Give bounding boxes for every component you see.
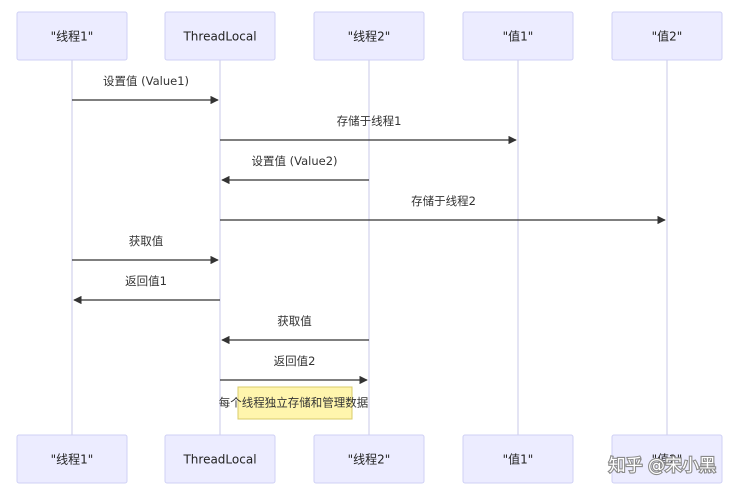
actor-bottom-box xyxy=(164,434,276,484)
actor-top-label: ThreadLocal xyxy=(182,30,256,44)
message-label: 设置值 (Value1) xyxy=(103,74,189,88)
actors-bottom: "线程1" ThreadLocal "线程2" "值1" "值2" xyxy=(16,434,723,484)
actor-bottom-label: "线程2" xyxy=(348,452,391,467)
note-text: 每个线程独立存储和管理数据 xyxy=(219,396,369,410)
watermark-text: 知乎 @宋小黑 xyxy=(609,456,716,476)
message-label: 获取值 xyxy=(129,234,164,248)
actor-top-box xyxy=(462,11,574,61)
message-label: 设置值 (Value2) xyxy=(251,154,337,168)
note-box xyxy=(237,386,353,420)
actor-top-label: "值1" xyxy=(503,29,534,44)
actor-bottom-label: ThreadLocal xyxy=(182,453,256,467)
watermark: 知乎 @宋小黑 知乎 @宋小黑 xyxy=(607,455,717,477)
actor-top-label: "线程2" xyxy=(348,29,391,44)
actors-top: "线程1" ThreadLocal "线程2" "值1" "值2" xyxy=(16,11,723,61)
actor-bottom-label: "值2" xyxy=(652,452,683,467)
message-label: 返回值1 xyxy=(125,274,167,288)
actor-bottom-label: "线程1" xyxy=(51,452,94,467)
actor-bottom-box xyxy=(16,434,128,484)
message-label: 存储于线程2 xyxy=(411,194,476,208)
actor-top-box xyxy=(16,11,128,61)
actor-top-box xyxy=(611,11,723,61)
actor-top-box xyxy=(313,11,425,61)
message-label: 返回值2 xyxy=(274,354,316,368)
actor-top-label: "值2" xyxy=(652,29,683,44)
message-label: 存储于线程1 xyxy=(337,114,402,128)
actor-bottom-box xyxy=(313,434,425,484)
note: 每个线程独立存储和管理数据 xyxy=(219,386,369,420)
actor-top-box xyxy=(164,11,276,61)
actor-bottom-box xyxy=(611,434,723,484)
actor-top-label: "线程1" xyxy=(51,29,94,44)
watermark-outline: 知乎 @宋小黑 xyxy=(609,456,716,476)
message-label: 获取值 xyxy=(277,314,312,328)
lifelines xyxy=(71,60,668,435)
actor-bottom-box xyxy=(462,434,574,484)
actor-bottom-label: "值1" xyxy=(503,452,534,467)
